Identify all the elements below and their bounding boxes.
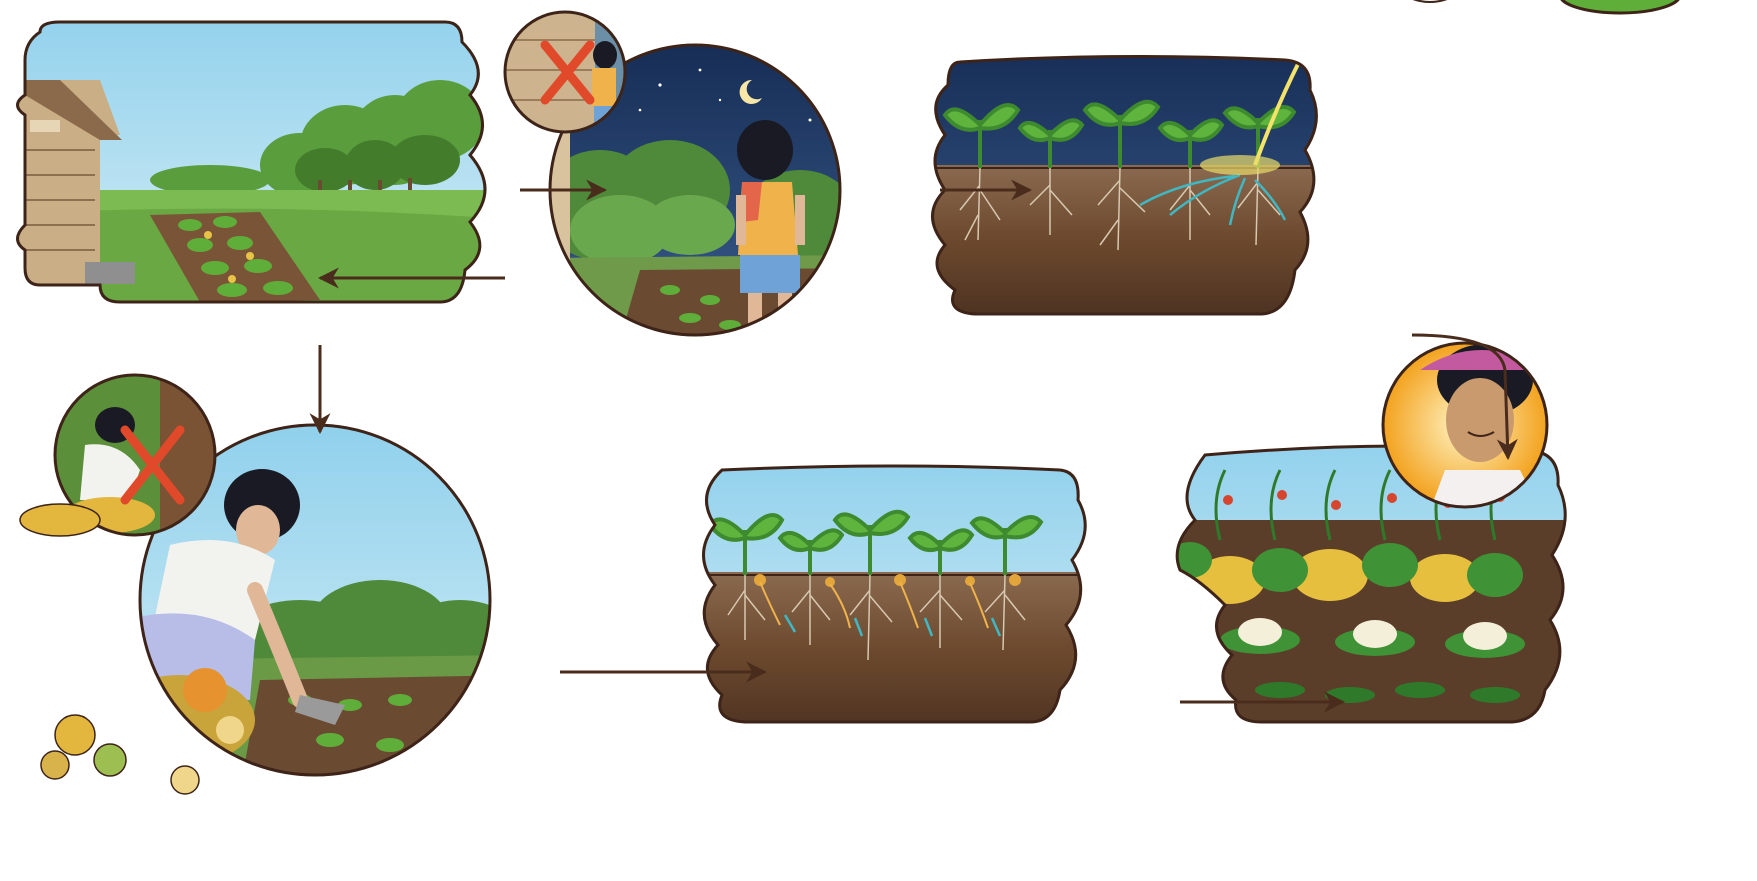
arrow-night-roots-to-harvest <box>1411 333 1518 461</box>
panel-garden-scene <box>16 20 487 304</box>
flow-arrows <box>309 179 1518 713</box>
woman-figure <box>140 469 308 708</box>
panel-food-scraps-scene <box>19 373 492 795</box>
root-systems <box>959 167 1281 251</box>
seedlings <box>942 99 1297 168</box>
inset-tree-crossed-out <box>19 373 217 537</box>
corner-decoration <box>1412 0 1680 15</box>
cauliflowers <box>1220 618 1525 658</box>
boy-figure <box>736 120 805 333</box>
panel-day-roots-cross-section <box>702 464 1087 724</box>
overflow-scraps <box>40 714 200 795</box>
inset-wall-crossed-out <box>503 10 627 134</box>
inset-smiling-farmer <box>1381 341 1549 509</box>
panel-harvest-scene <box>1175 341 1567 724</box>
cross-mark-icon <box>120 425 185 505</box>
nutrient-flow-arrows <box>1139 173 1287 226</box>
panel-urinating-scene <box>503 10 842 337</box>
panel-night-roots-cross-section <box>931 54 1318 316</box>
cross-mark-icon <box>540 40 595 105</box>
